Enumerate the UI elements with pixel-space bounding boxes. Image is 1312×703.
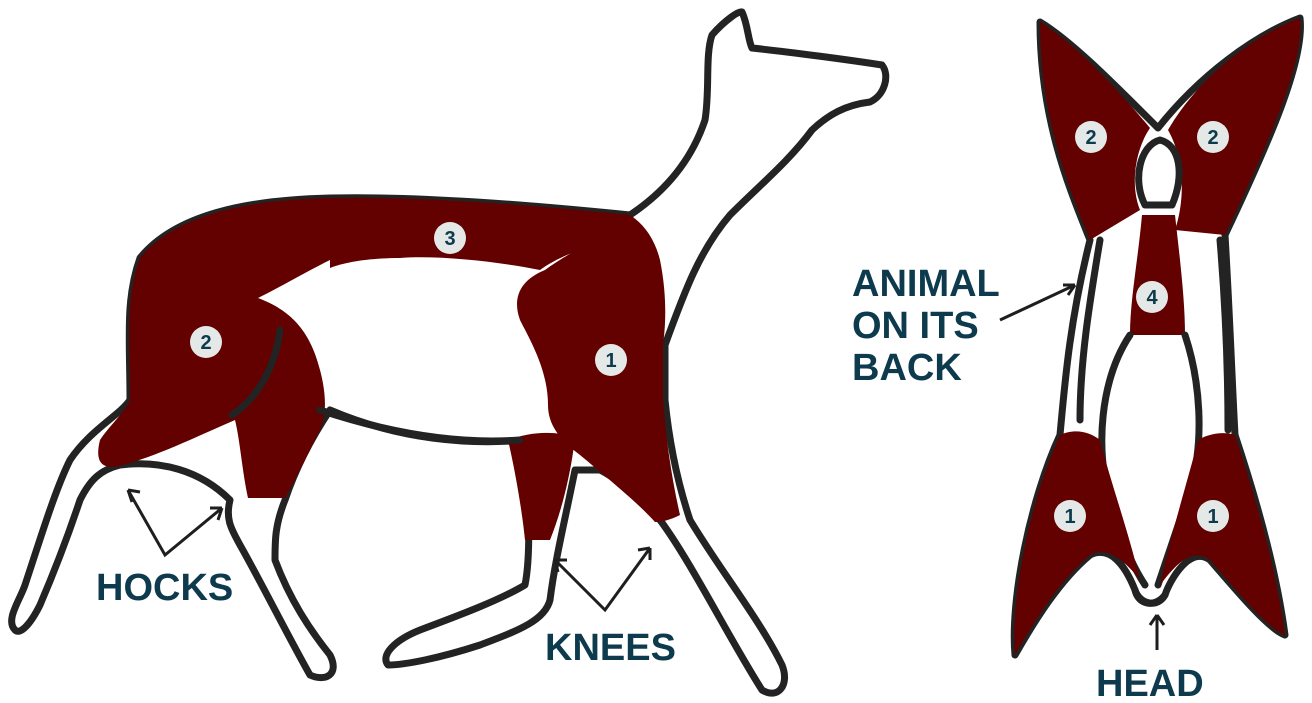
svg-text:4: 4	[1146, 287, 1158, 309]
animal-label-line3: BACK	[852, 347, 962, 389]
head-label: HEAD	[1096, 663, 1204, 703]
knees-arrow	[555, 548, 650, 610]
badge-region-3: 3	[434, 222, 466, 254]
pelvis-opening	[1139, 140, 1180, 205]
animal-label-line2: ON ITS	[852, 305, 979, 347]
badge-back-loin: 4	[1136, 281, 1168, 313]
badge-region-2: 2	[190, 326, 222, 358]
svg-text:1: 1	[1064, 506, 1075, 528]
deer-side-view: HOCKS KNEES 3 2 1	[12, 12, 886, 693]
deer-back-view: 2 2 4 1 1 ANIMAL ON ITS BACK	[852, 18, 1300, 703]
badge-back-right-hind: 2	[1197, 121, 1229, 153]
head-arrow	[1150, 615, 1164, 650]
hocks-label: HOCKS	[96, 567, 233, 609]
svg-text:2: 2	[1085, 127, 1096, 149]
badge-back-right-front: 1	[1197, 500, 1229, 532]
svg-text:1: 1	[1207, 506, 1218, 528]
badge-region-1: 1	[595, 344, 627, 376]
svg-text:1: 1	[605, 350, 616, 372]
svg-text:2: 2	[200, 332, 211, 354]
badge-back-left-front: 1	[1054, 500, 1086, 532]
knees-label: KNEES	[545, 627, 676, 669]
badge-back-left-hind: 2	[1075, 121, 1107, 153]
hocks-arrow	[128, 490, 222, 555]
animal-label-line1: ANIMAL	[852, 263, 1000, 305]
svg-text:3: 3	[444, 228, 455, 250]
animal-on-back-arrow	[1000, 285, 1075, 320]
svg-text:2: 2	[1207, 127, 1218, 149]
